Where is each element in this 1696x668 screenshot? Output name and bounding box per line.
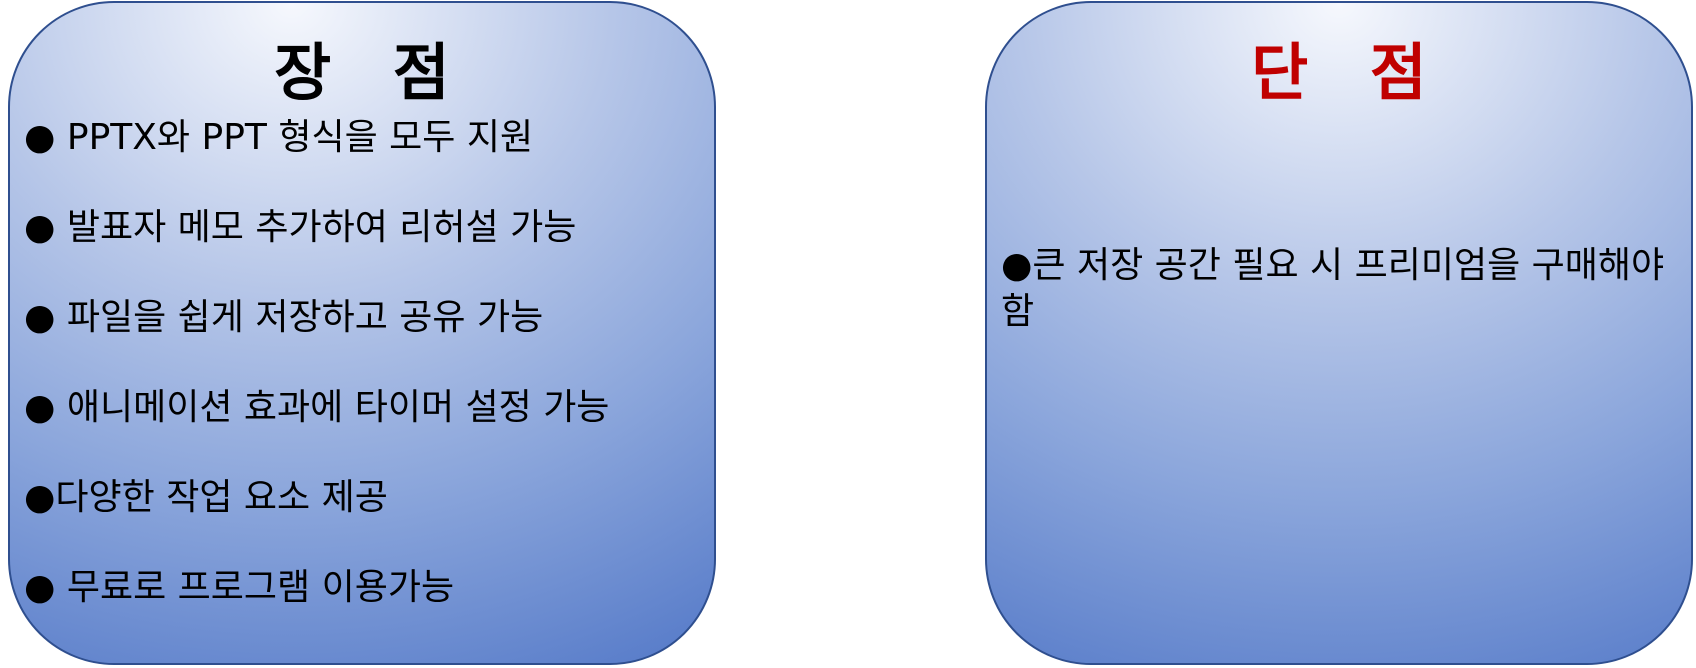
cons-title: 단 점	[1251, 36, 1447, 109]
pros-title: 장 점	[274, 36, 470, 109]
list-item: ● 무료로 프로그램 이용가능	[24, 567, 455, 608]
list-item: ● PPTX와 PPT 형식을 모두 지원	[24, 117, 534, 158]
cons-item: ●큰 저장 공간 필요 시 프리미엄을 구매해야함	[1001, 245, 1665, 332]
list-item: ●다양한 작업 요소 제공	[24, 477, 388, 518]
list-item: ● 파일을 쉽게 저장하고 공유 가능	[24, 297, 544, 338]
pros-list: ● PPTX와 PPT 형식을 모두 지원 ● 발표자 메모 추가하여 리허설 …	[24, 113, 609, 653]
cons-panel: 단 점 ●큰 저장 공간 필요 시 프리미엄을 구매해야함	[985, 1, 1693, 665]
list-item: ● 발표자 메모 추가하여 리허설 가능	[24, 207, 577, 248]
list-item: ● 애니메이션 효과에 타이머 설정 가능	[24, 387, 610, 428]
pros-panel: 장 점 ● PPTX와 PPT 형식을 모두 지원 ● 발표자 메모 추가하여 …	[8, 1, 716, 665]
